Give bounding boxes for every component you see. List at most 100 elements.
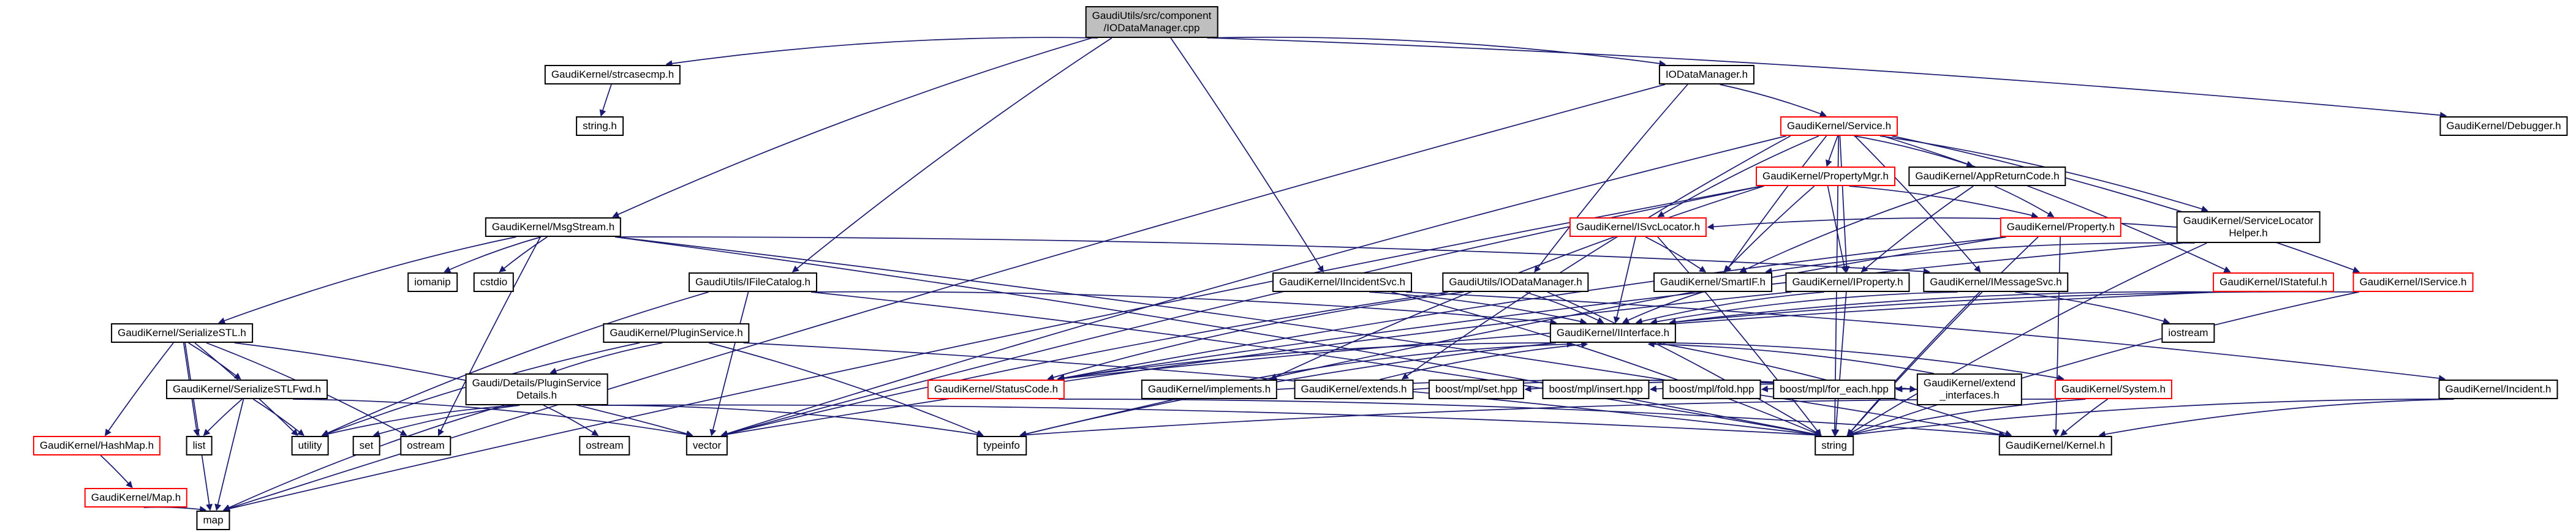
include-edge-iinterface-to-statuscode	[1057, 342, 1556, 382]
include-node-psdetails[interactable]: Gaudi/Details/PluginService Details.h	[465, 373, 608, 405]
include-edge-property-to-string	[1846, 236, 2039, 436]
include-node-string_h[interactable]: string.h	[576, 116, 624, 136]
include-edge-appreturncode-to-property	[1994, 185, 2055, 217]
include-node-hashmap[interactable]: GaudiKernel/HashMap.h	[32, 436, 161, 455]
include-node-cpp: GaudiUtils/src/component /IODataManager.…	[1085, 6, 1218, 38]
include-node-istateful[interactable]: GaudiKernel/IStateful.h	[2213, 272, 2334, 292]
include-edge-istateful-to-iinterface	[1669, 291, 2219, 326]
include-node-strcasecmp[interactable]: GaudiKernel/strcasecmp.h	[544, 65, 681, 84]
include-node-mplfold[interactable]: boost/mpl/fold.hpp	[1662, 380, 1761, 399]
include-edge-isvclocator-to-iinterface	[1613, 236, 1636, 324]
include-node-ostream[interactable]: ostream	[400, 436, 451, 455]
include-edge-iodm_utils-to-iinterface	[1525, 291, 1604, 323]
include-edge-ifilecatalog-to-vector	[709, 291, 749, 436]
include-node-iincidentsvc[interactable]: GaudiKernel/IIncidentSvc.h	[1272, 272, 1413, 292]
include-edge-serializestl-to-vector	[234, 342, 693, 437]
include-node-propertymgr[interactable]: GaudiKernel/PropertyMgr.h	[1756, 167, 1895, 186]
include-node-kernel[interactable]: GaudiKernel/Kernel.h	[1998, 436, 2112, 455]
include-node-iomanip[interactable]: iomanip	[407, 272, 458, 292]
include-node-property[interactable]: GaudiKernel/Property.h	[2000, 217, 2122, 237]
include-edge-service-to-istateful	[1882, 135, 2231, 272]
include-node-cstdio[interactable]: cstdio	[473, 272, 515, 292]
include-edge-iodm_local-to-service	[1720, 84, 1827, 117]
include-edge-service-to-imessagesvc	[1854, 135, 1981, 273]
include-edge-isvclocator-to-string	[1657, 236, 1822, 436]
include-node-string[interactable]: string	[1815, 436, 1854, 455]
include-edge-service-to-smartif	[1724, 135, 1827, 273]
include-edge-pluginservice-to-psdetails	[550, 342, 663, 375]
include-node-svclochelper[interactable]: GaudiKernel/ServiceLocator Helper.h	[2176, 211, 2321, 243]
include-edge-pluginservice-to-string	[743, 342, 1822, 438]
include-edge-service-to-iservice	[1891, 135, 2360, 273]
include-node-iservice[interactable]: GaudiKernel/IService.h	[2352, 272, 2474, 292]
include-node-serializestlfwd[interactable]: GaudiKernel/SerializeSTLFwd.h	[166, 380, 328, 399]
include-edge-msgstream-to-imessagesvc	[615, 236, 1930, 275]
include-edge-ifilecatalog-to-string	[810, 291, 1822, 438]
include-edge-msgstream-to-serializestl	[218, 236, 516, 324]
include-edge-cpp-to-iodm_local	[1207, 36, 1666, 67]
include-edge-iproperty-to-iinterface	[1635, 291, 1824, 325]
include-node-utility[interactable]: utility	[291, 436, 329, 455]
include-node-statuscode[interactable]: GaudiKernel/StatusCode.h	[927, 380, 1065, 399]
include-node-vector[interactable]: vector	[686, 436, 728, 455]
include-edge-ifilecatalog-to-utility	[321, 291, 709, 436]
include-edge-svclochelper-to-statuscode	[1057, 242, 2183, 382]
include-edge-psdetails-to-set	[372, 405, 520, 437]
include-node-set[interactable]: set	[352, 436, 380, 455]
include-edge-imessagesvc-to-string	[1846, 291, 1981, 436]
include-edge-service-to-vector	[720, 135, 1787, 437]
include-edge-hashmap-to-map_h	[100, 455, 133, 489]
include-edge-imessagesvc-to-iinterface	[1650, 291, 1958, 325]
include-edge-service-to-propertymgr	[1826, 135, 1838, 167]
include-edge-propertymgr-to-property	[1849, 185, 2039, 219]
include-edge-cpp-to-msgstream	[612, 37, 1092, 218]
include-edge-system-to-typeinfo	[1019, 399, 2061, 438]
include-node-iodm_utils[interactable]: GaudiUtils/IODataManager.h	[1442, 272, 1589, 292]
include-node-pluginservice[interactable]: GaudiKernel/PluginService.h	[603, 323, 750, 343]
include-edge-psdetails-to-typeinfo	[583, 405, 984, 438]
include-node-extendifaces[interactable]: GaudiKernel/extend _interfaces.h	[1916, 373, 2023, 405]
include-node-smartif[interactable]: GaudiKernel/SmartIF.h	[1653, 272, 1772, 292]
include-edge-serializestl-to-map	[184, 342, 213, 511]
include-node-list[interactable]: list	[186, 436, 213, 455]
include-node-ostream2[interactable]: ostream	[579, 436, 630, 455]
include-node-iostream[interactable]: iostream	[2161, 323, 2215, 343]
include-edge-implements-to-iinterface	[1249, 340, 1574, 380]
include-edge-serializestl-to-serializestlfwd	[188, 342, 241, 380]
include-edge-extendifaces-to-iinterface	[1647, 340, 1934, 374]
include-node-extends[interactable]: GaudiKernel/extends.h	[1294, 380, 1414, 399]
include-node-service[interactable]: GaudiKernel/Service.h	[1780, 116, 1898, 136]
include-node-iproperty[interactable]: GaudiKernel/IProperty.h	[1785, 272, 1910, 292]
include-edge-pluginservice-to-typeinfo	[708, 342, 984, 436]
include-edge-iodm_local-to-iodm_utils	[1534, 84, 1688, 273]
include-node-isvclocator[interactable]: GaudiKernel/ISvcLocator.h	[1569, 217, 1707, 237]
include-edge-serializestlfwd-to-map	[214, 399, 244, 511]
include-node-mplset[interactable]: boost/mpl/set.hpp	[1428, 380, 1525, 399]
include-node-iodm_local[interactable]: IODataManager.h	[1658, 65, 1755, 84]
include-node-debugger[interactable]: GaudiKernel/Debugger.h	[2439, 116, 2568, 136]
include-node-serializestl[interactable]: GaudiKernel/SerializeSTL.h	[111, 323, 253, 343]
include-node-incident[interactable]: GaudiKernel/Incident.h	[2438, 380, 2558, 399]
include-edge-iservice-to-string	[1846, 291, 2359, 437]
include-node-typeinfo[interactable]: typeinfo	[976, 436, 1027, 455]
include-edge-iodm_utils-to-vector	[720, 291, 1449, 438]
include-edge-svclochelper-to-smartif	[1765, 242, 2195, 275]
include-node-appreturncode[interactable]: GaudiKernel/AppReturnCode.h	[1908, 167, 2066, 186]
include-node-mplinsert[interactable]: boost/mpl/insert.hpp	[1542, 380, 1650, 399]
include-edge-iincidentsvc-to-string	[1391, 291, 1822, 436]
include-edge-svclochelper-to-string	[1846, 242, 2207, 436]
include-edge-system-to-kernel	[2060, 399, 2108, 436]
include-node-system[interactable]: GaudiKernel/System.h	[2054, 380, 2173, 399]
include-node-implements[interactable]: GaudiKernel/implements.h	[1141, 380, 1278, 399]
include-node-ifilecatalog[interactable]: GaudiUtils/IFileCatalog.h	[688, 272, 818, 292]
include-node-mplforeach[interactable]: boost/mpl/for_each.hpp	[1773, 380, 1895, 399]
include-node-imessagesvc[interactable]: GaudiKernel/IMessageSvc.h	[1923, 272, 2069, 292]
include-node-map_h[interactable]: GaudiKernel/Map.h	[84, 488, 188, 508]
include-edge-appreturncode-to-smartif	[1739, 185, 1960, 273]
include-node-msgstream[interactable]: GaudiKernel/MsgStream.h	[485, 217, 622, 237]
include-node-iinterface[interactable]: GaudiKernel/IInterface.h	[1549, 323, 1677, 343]
include-node-map[interactable]: map	[196, 511, 230, 530]
include-edge-iodm_utils-to-statuscode	[1047, 291, 1464, 381]
include-edge-iinterface-to-system	[1663, 342, 2064, 381]
